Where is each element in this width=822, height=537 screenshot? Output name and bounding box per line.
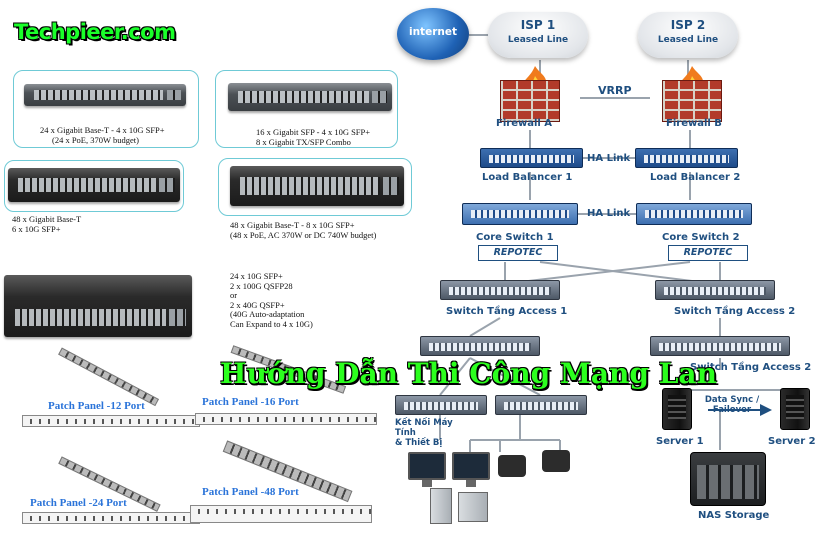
patch-panel-16-front: [195, 413, 377, 425]
access-switch-5-icon: [395, 395, 487, 415]
internet-globe-icon: internet: [397, 8, 469, 60]
monitor-1-icon: [408, 452, 446, 487]
vrrp-label: VRRP: [598, 84, 632, 97]
patch-panel-12-front: [22, 415, 200, 427]
firewall-a-label: Firewall A: [496, 118, 553, 129]
access-switch-4-label: Switch Tầng Access 2: [690, 362, 812, 373]
ha-link-label-1: HA Link: [587, 153, 631, 164]
desktop-pc-2-icon: [458, 492, 488, 522]
isp2-cloud: ISP 2 Leased Line: [638, 12, 738, 58]
switch-4-spec: 48 x Gigabit Base-T - 8 x 10G SFP+(48 x …: [230, 220, 377, 240]
access-switch-6-icon: [495, 395, 587, 415]
core-switch-1-icon: [462, 203, 578, 225]
access-switch-2-label: Switch Tầng Access 2: [674, 306, 796, 317]
core-switch-2-label: Core Switch 2: [662, 232, 740, 243]
core-switch-2-icon: [636, 203, 752, 225]
server-2-label: Server 2: [768, 436, 816, 447]
switch-16-sfp-image: [228, 83, 392, 111]
switch-2-spec: 16 x Gigabit SFP - 4 x 10G SFP+8 x Gigab…: [256, 127, 371, 147]
switch-24-port-image: [24, 84, 186, 106]
patch-panel-48-label: Patch Panel -48 Port: [202, 486, 299, 498]
firewall-b-icon: [662, 80, 722, 122]
switch-10g-image: [4, 275, 192, 337]
server-2-icon: [780, 388, 810, 430]
desktop-pc-icon: [430, 488, 452, 524]
core-switch-1-brand: REPOTEC: [478, 245, 558, 261]
switch-card-1: [13, 70, 199, 148]
nas-storage-icon: [690, 452, 766, 506]
patch-panel-12-label: Patch Panel -12 Port: [48, 400, 145, 412]
switch-5-spec: 24 x 10G SFP+ 2 x 100G QSFP28 or 2 x 40G…: [230, 271, 313, 329]
patch-panel-24-label: Patch Panel -24 Port: [30, 497, 127, 509]
access-switch-3-icon: [420, 336, 540, 356]
clients-label: Kết Nối Máy Tính& Thiết Bị: [395, 418, 453, 448]
isp1-cloud: ISP 1 Leased Line: [488, 12, 588, 58]
server-1-label: Server 1: [656, 436, 704, 447]
switch-48-port-image: [8, 168, 180, 202]
patch-panel-48-front: [190, 505, 372, 523]
load-balancer-2-label: Load Balancer 2: [650, 172, 741, 183]
patch-panel-24-front: [22, 512, 200, 524]
firewall-b-label: Firewall B: [666, 118, 722, 129]
firewall-a-icon: [500, 80, 560, 122]
load-balancer-1-icon: [480, 148, 583, 168]
access-switch-1-label: Switch Tầng Access 1: [446, 306, 568, 317]
access-switch-1-icon: [440, 280, 560, 300]
monitor-2-icon: [452, 452, 490, 487]
access-switch-4-icon: [650, 336, 790, 356]
ip-phone-1-icon: [498, 455, 526, 477]
ip-phone-2-icon: [542, 450, 570, 472]
server-1-icon: [662, 388, 692, 430]
data-sync-label: Data Sync / Failover: [704, 395, 760, 415]
ha-link-label-2: HA Link: [587, 208, 631, 219]
nas-storage-label: NAS Storage: [698, 510, 770, 521]
access-switch-2-icon: [655, 280, 775, 300]
patch-panel-16-label: Patch Panel -16 Port: [202, 396, 299, 408]
load-balancer-2-icon: [635, 148, 738, 168]
switch-48-poe-image: [230, 166, 404, 206]
site-brand: Techpieer.com: [14, 20, 176, 44]
switch-1-spec: 24 x Gigabit Base-T - 4 x 10G SFP+(24 x …: [40, 125, 165, 145]
core-switch-1-label: Core Switch 1: [476, 232, 554, 243]
page-banner-title: Hướng Dẫn Thi Công Mạng Lan: [220, 357, 717, 390]
core-switch-2-brand: REPOTEC: [668, 245, 748, 261]
load-balancer-1-label: Load Balancer 1: [482, 172, 573, 183]
